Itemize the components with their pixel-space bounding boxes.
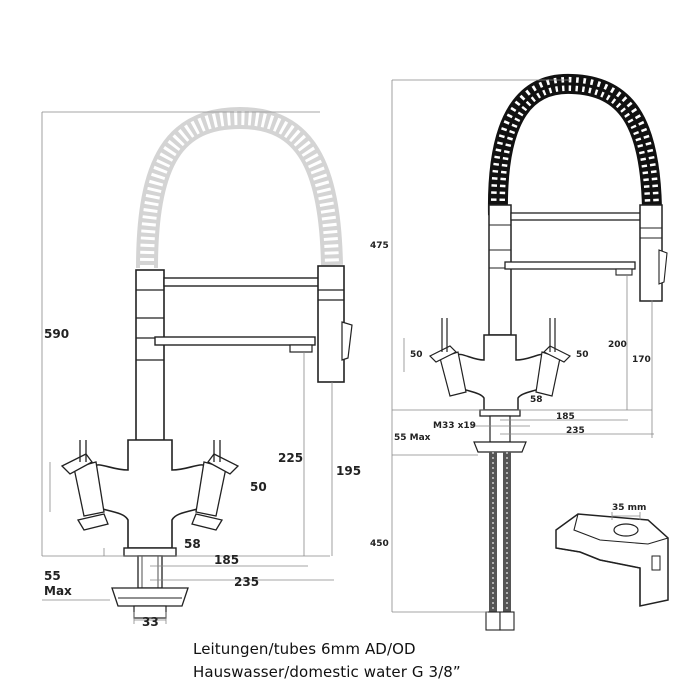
left-dim-reach-235: 235 [234, 575, 259, 589]
left-dim-max-label: Max [44, 584, 72, 598]
right-dim-max: 55 Max [394, 433, 431, 443]
sink-tap-hole [613, 523, 639, 537]
right-upper-arm [510, 212, 642, 221]
right-view-handle-left [428, 318, 467, 397]
right-supply-hoses [485, 452, 515, 631]
right-dim-reach-185: 185 [556, 412, 575, 422]
left-spray-trigger [341, 321, 353, 361]
left-dim-height-total: 590 [44, 327, 69, 341]
right-dim-hose-length: 450 [370, 539, 389, 549]
right-dim-thread: M33 x19 [433, 421, 476, 431]
left-spring-hose [136, 106, 343, 269]
left-spray-head [317, 265, 345, 383]
sink-deck-outline [555, 513, 669, 607]
left-outlet-nozzle [289, 344, 313, 353]
left-lower-spout [154, 336, 316, 346]
sink-cutout-detail: 35 mm [555, 503, 669, 607]
right-lower-spout [504, 261, 636, 270]
caption-tubes: Leitungen/tubes 6mm AD/OD [193, 640, 416, 658]
right-view-handle-right [535, 318, 572, 397]
caption-domestic-water: Hauswasser/domestic water G 3/8” [193, 663, 461, 681]
right-mounting-nut [473, 441, 527, 453]
right-base-plate [479, 409, 521, 417]
right-dim-spout-height: 200 [608, 340, 627, 350]
left-mounting-nut [111, 587, 189, 607]
left-dim-handle: 50 [250, 480, 267, 494]
left-dim-reach-185: 185 [214, 553, 239, 567]
right-dim-base: 58 [530, 395, 543, 405]
right-dim-reach-235: 235 [566, 426, 585, 436]
left-base-plate [123, 547, 177, 557]
right-outlet-nozzle [615, 268, 633, 276]
right-dim-handle-left: 50 [410, 350, 423, 360]
left-upper-arm [163, 277, 323, 287]
right-faucet-view: 475 200 170 50 50 58 185 M33 x19 235 55 … [370, 73, 668, 631]
left-view-handle-right [191, 440, 240, 531]
left-dim-max-value: 55 [44, 569, 61, 583]
left-dim-outlet-height: 195 [336, 464, 361, 478]
right-spray-trigger [658, 249, 668, 285]
right-spring-hose [487, 73, 662, 216]
right-dim-handle-right: 50 [576, 350, 589, 360]
left-faucet-view: 590 225 195 50 58 185 235 55 Max 33 [41, 106, 361, 629]
left-dim-spout-height: 225 [278, 451, 303, 465]
left-view-handle-left [60, 440, 109, 531]
right-dim-hose-height: 475 [370, 241, 389, 251]
left-dim-base: 58 [184, 537, 201, 551]
left-dim-thread: 33 [142, 615, 159, 629]
left-mixer-body [87, 439, 213, 549]
right-dim-outlet-height: 170 [632, 355, 651, 365]
detail-dim-hole: 35 mm [612, 503, 646, 513]
